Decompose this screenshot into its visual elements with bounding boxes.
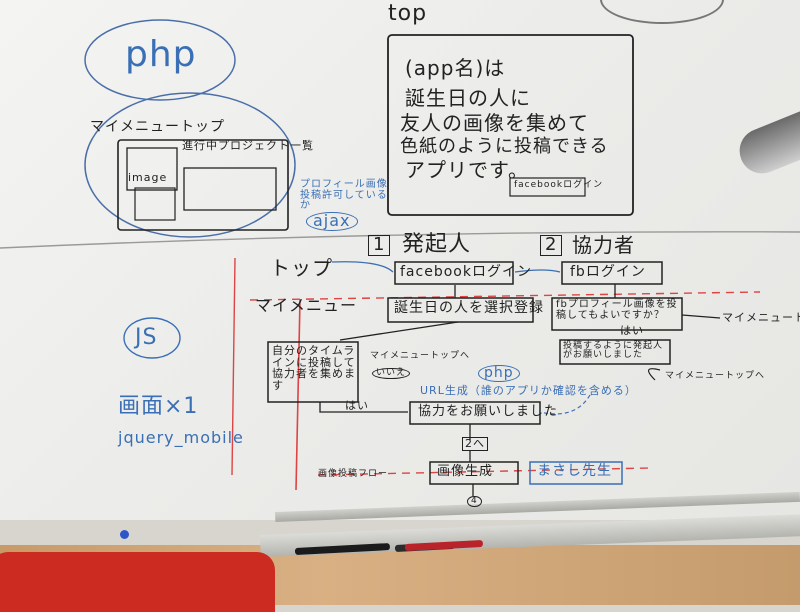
hai-label: はい: [345, 399, 369, 412]
red-chair: [0, 552, 275, 612]
app-description-line-1: (app名)は: [405, 56, 506, 80]
masashi-label: まさし先生: [537, 463, 612, 479]
to-mymenu-top-label: マイメニュートップ: [722, 311, 800, 324]
request-coop-box: 協力をお願いしました: [418, 404, 559, 419]
php-label: php: [125, 34, 197, 75]
app-description-line-3: 友人の画像を集めて: [400, 111, 589, 135]
app-description-line-5: アプリです。: [405, 158, 529, 182]
facebook-login-box-2: fbログイン: [570, 264, 646, 280]
ajax-label: ajax: [306, 212, 358, 231]
mymenu-top-label: マイメニュートップ: [90, 119, 225, 135]
step2-label: 2へ: [462, 437, 488, 451]
birthday-select-box: 誕生日の人を選択登録: [394, 300, 544, 316]
ongoing-projects-label: 進行中プロジェクト一覧: [182, 139, 314, 152]
self-timeline-box: 自分のタイムラインに投稿して協力者を集めます: [272, 344, 356, 392]
to-mymenu-top-3: マイメニュートップへ: [665, 371, 766, 381]
image-generate-box: 画像生成: [437, 464, 494, 479]
gamen-label: 画面×1: [118, 394, 199, 419]
image-label: image: [128, 171, 168, 184]
php-label-2: php: [478, 365, 520, 382]
app-description-line-4: 色紙のように投稿できる: [400, 136, 609, 157]
step4-label: 4: [467, 496, 482, 508]
url-generate-note: URL生成（誰のアプリか確認を含める）: [420, 384, 637, 397]
facebook-login-small: facebookログイン: [514, 180, 604, 190]
top-label: top: [388, 1, 428, 26]
section2-number: 2: [540, 235, 563, 256]
mymenu-label: マイメニュー: [255, 296, 358, 315]
facebook-login-box-1: facebookログイン: [400, 264, 532, 280]
iie-label: いいえ: [372, 368, 411, 380]
image-post-flow-label: 画像投稿フロー: [318, 469, 389, 479]
js-label: JS: [135, 325, 158, 350]
app-description-line-2: 誕生日の人に: [405, 86, 531, 110]
post-permission-note: プロフィール画像投稿許可しているか: [300, 179, 388, 211]
jquery-mobile-label: jquery_mobile: [118, 428, 244, 447]
to-mymenu-top-2: マイメニュートップへ: [370, 351, 471, 361]
requested-note-box: 投稿するように発起人がお願いしました: [563, 341, 664, 361]
section1-title: 発起人: [402, 232, 472, 257]
section1-number: 1: [368, 235, 391, 256]
top-row-label: トップ: [270, 256, 333, 280]
yes-label-1: はい: [620, 324, 644, 337]
blue-magnet: [120, 530, 129, 539]
fb-permission-question: fbプロフィール画像を投稿してもよいですか？: [556, 299, 678, 321]
section2-title: 協力者: [572, 233, 635, 257]
